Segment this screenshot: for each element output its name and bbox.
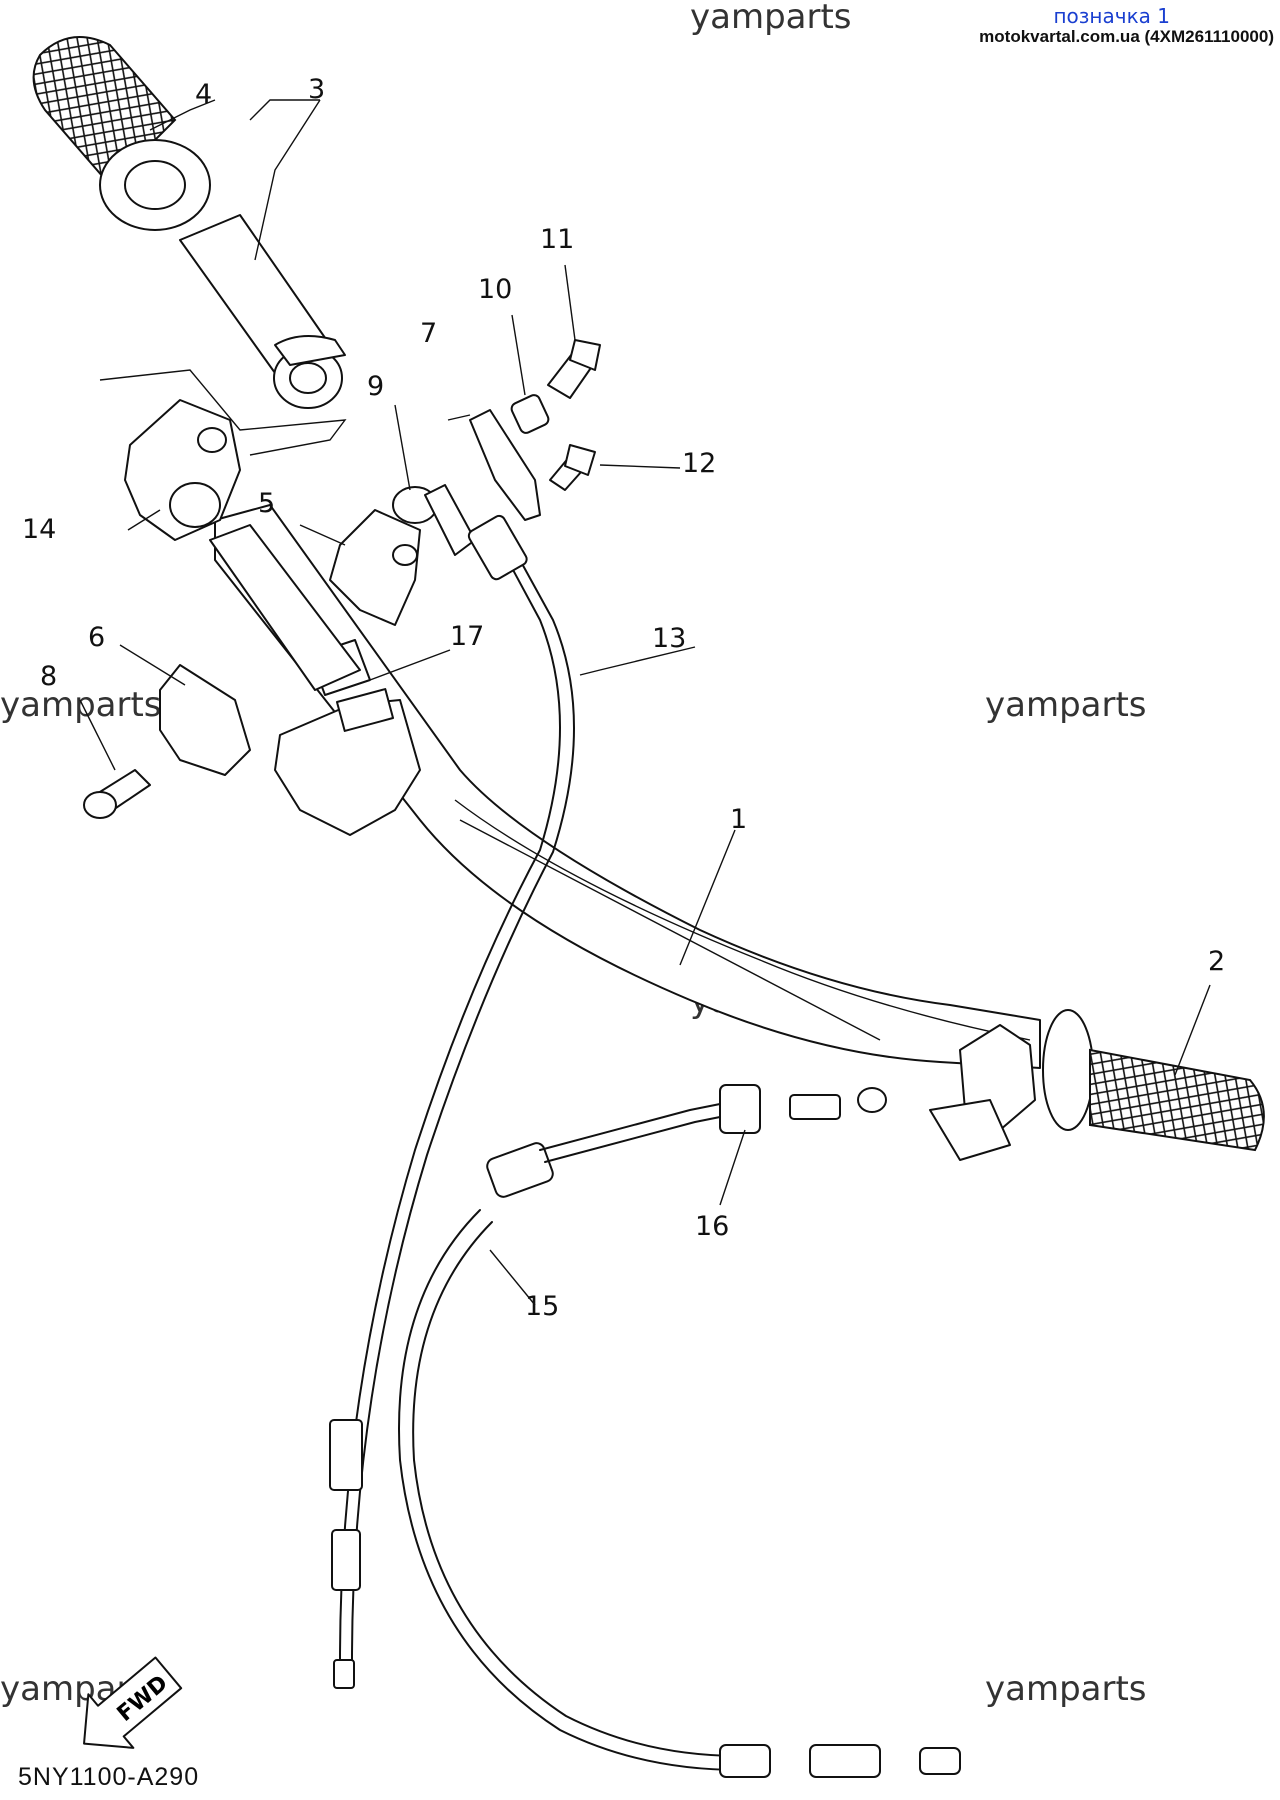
throttle-tube	[179, 214, 346, 409]
leader-lines	[79, 99, 1211, 1306]
diagram-source-code: motokvartal.com.ua (4XM261110000)	[979, 27, 1274, 46]
lever-housing-left	[274, 688, 421, 836]
lever-holder-right	[929, 1024, 1036, 1161]
callout-4: 4	[195, 79, 212, 110]
callout-12: 12	[682, 448, 716, 479]
callout-11: 11	[540, 224, 574, 255]
callout-15: 15	[525, 1291, 559, 1322]
throttle-housing	[99, 369, 347, 541]
callout-16: 16	[695, 1211, 729, 1242]
callout-7: 7	[420, 318, 437, 349]
callout-2: 2	[1208, 946, 1225, 977]
left-grip	[32, 36, 211, 231]
clamp-upper	[329, 509, 421, 626]
callout-1: 1	[730, 804, 747, 835]
left-bar-end	[209, 524, 361, 691]
callout-17: 17	[450, 621, 484, 652]
callout-5: 5	[258, 488, 275, 519]
handlebar	[214, 504, 1041, 1069]
figure-code: 5NY1100-A290	[18, 1763, 200, 1791]
watermark-top: yamparts	[690, 0, 852, 37]
bolt	[83, 769, 151, 819]
callout-3: 3	[308, 74, 325, 105]
cable-guide	[469, 409, 541, 521]
right-grip	[1042, 1009, 1265, 1152]
watermark-right: yamparts	[985, 685, 1147, 725]
watermark-left: yamparts	[0, 685, 162, 725]
screw-lower	[549, 444, 596, 491]
clutch-adjuster	[719, 1084, 887, 1134]
clutch-cable	[398, 1099, 961, 1778]
callout-6: 6	[88, 622, 105, 653]
callout-8: 8	[40, 661, 57, 692]
callout-10: 10	[478, 274, 512, 305]
clamp-lower	[159, 664, 251, 776]
collar-bushing	[510, 394, 550, 434]
screw-upper	[547, 339, 601, 399]
throttle-cable	[329, 514, 575, 1689]
callout-13: 13	[652, 623, 686, 654]
diagram-tag-label: позначка 1	[1053, 4, 1170, 28]
callout-9: 9	[367, 371, 384, 402]
cable-adjuster	[392, 484, 476, 556]
callout-14: 14	[22, 514, 56, 545]
watermark-bottom-right: yamparts	[985, 1669, 1147, 1709]
